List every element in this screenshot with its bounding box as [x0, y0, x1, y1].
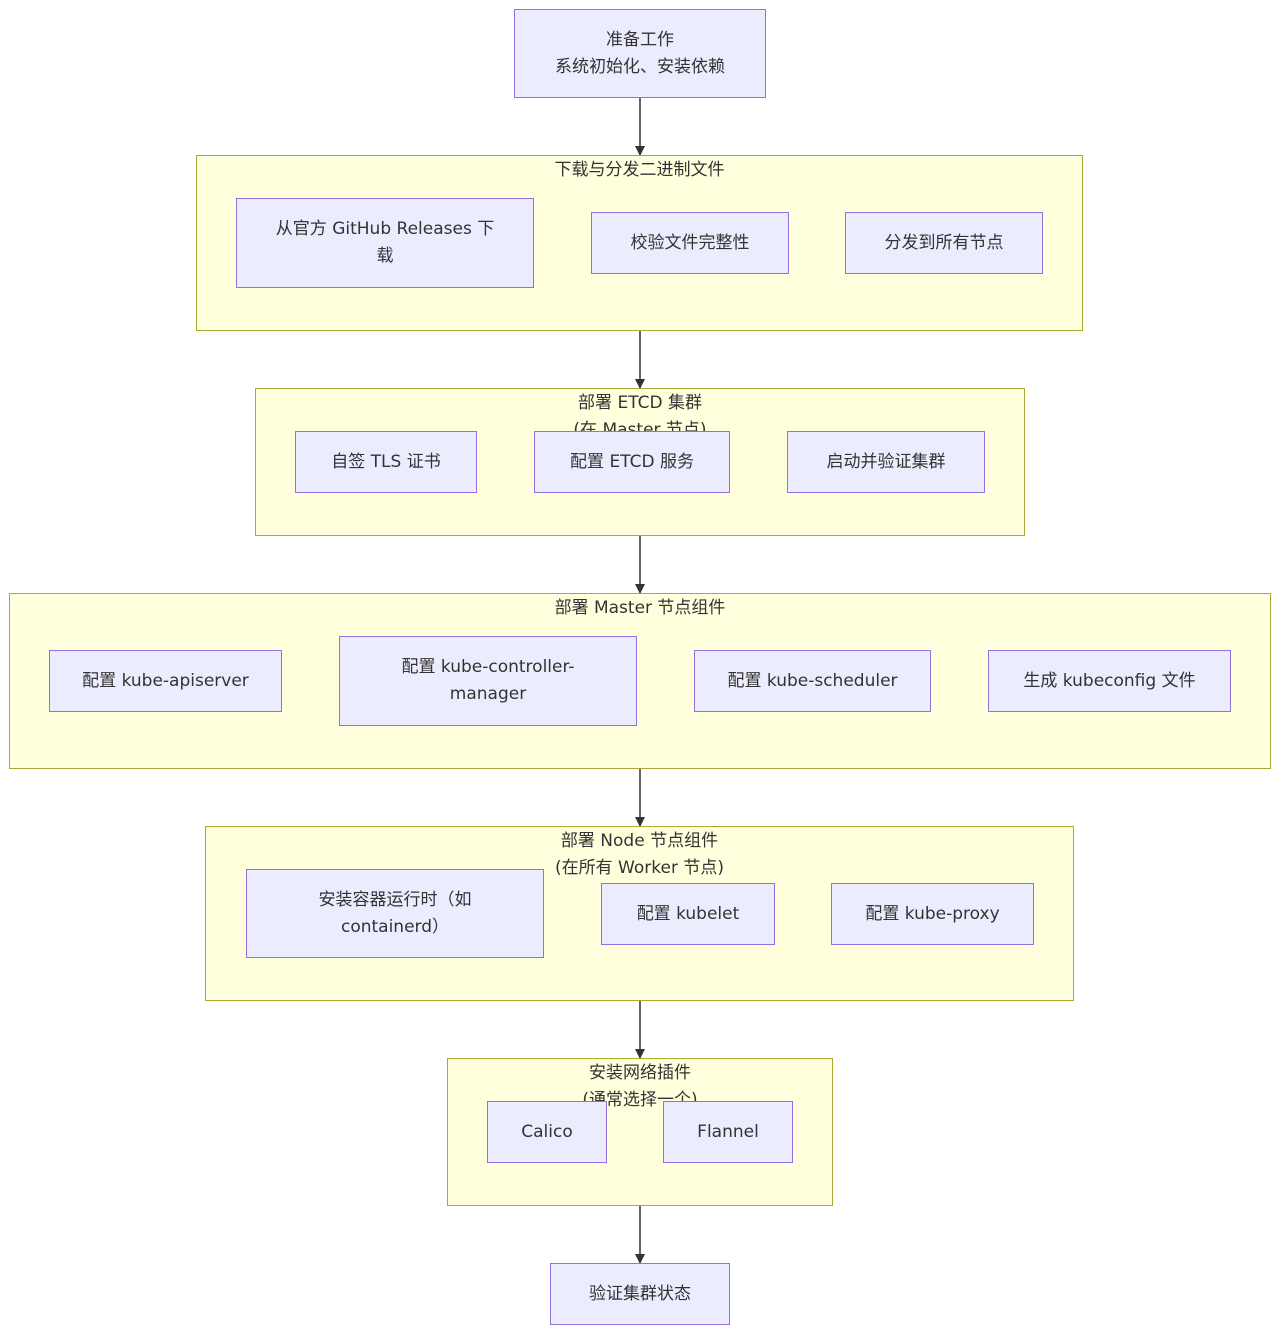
- node-flannel-label: Flannel: [697, 1121, 759, 1142]
- node-preparation: 准备工作 系统初始化、安装依赖: [514, 9, 766, 98]
- node-configure-etcd: 配置 ETCD 服务: [534, 431, 730, 493]
- node-self-signed-tls-label: 自签 TLS 证书: [331, 451, 441, 472]
- node-start-verify-cluster: 启动并验证集群: [787, 431, 985, 493]
- node-kube-apiserver-label: 配置 kube-apiserver: [82, 670, 249, 691]
- node-verify-integrity-label: 校验文件完整性: [630, 232, 750, 253]
- node-kube-scheduler: 配置 kube-scheduler: [694, 650, 931, 712]
- node-calico-label: Calico: [521, 1121, 573, 1142]
- node-distribute-nodes: 分发到所有节点: [845, 212, 1043, 274]
- node-container-runtime: 安装容器运行时（如 containerd）: [246, 869, 544, 958]
- node-calico: Calico: [487, 1101, 607, 1163]
- node-kubelet-label: 配置 kubelet: [636, 903, 740, 924]
- node-verify-integrity: 校验文件完整性: [591, 212, 789, 274]
- node-kube-apiserver: 配置 kube-apiserver: [49, 650, 282, 712]
- node-kubelet: 配置 kubelet: [601, 883, 775, 945]
- node-kube-proxy: 配置 kube-proxy: [831, 883, 1034, 945]
- node-self-signed-tls: 自签 TLS 证书: [295, 431, 477, 493]
- node-flannel: Flannel: [663, 1101, 793, 1163]
- node-download-github: 从官方 GitHub Releases 下 载: [236, 198, 534, 288]
- node-kube-controller-manager-label: 配置 kube-controller- manager: [401, 657, 575, 704]
- node-kube-controller-manager: 配置 kube-controller- manager: [339, 636, 637, 726]
- node-container-runtime-label: 安装容器运行时（如 containerd）: [318, 889, 472, 937]
- node-distribute-nodes-label: 分发到所有节点: [884, 232, 1004, 253]
- node-kubeconfig: 生成 kubeconfig 文件: [988, 650, 1231, 712]
- node-start-verify-cluster-label: 启动并验证集群: [826, 451, 946, 472]
- node-verify-cluster-status-label: 验证集群状态: [589, 1283, 691, 1304]
- cluster-node-components-title: 部署 Node 节点组件 (在所有 Worker 节点): [555, 831, 724, 878]
- node-preparation-label: 准备工作 系统初始化、安装依赖: [555, 29, 725, 77]
- node-kubeconfig-label: 生成 kubeconfig 文件: [1023, 670, 1196, 691]
- node-download-github-label: 从官方 GitHub Releases 下 载: [275, 219, 495, 266]
- cluster-download-distribute-title: 下载与分发二进制文件: [554, 160, 725, 180]
- node-configure-etcd-label: 配置 ETCD 服务: [570, 451, 694, 472]
- node-verify-cluster-status: 验证集群状态: [550, 1263, 730, 1325]
- node-kube-proxy-label: 配置 kube-proxy: [865, 903, 1000, 924]
- cluster-master-title: 部署 Master 节点组件: [554, 598, 726, 618]
- node-kube-scheduler-label: 配置 kube-scheduler: [727, 670, 898, 691]
